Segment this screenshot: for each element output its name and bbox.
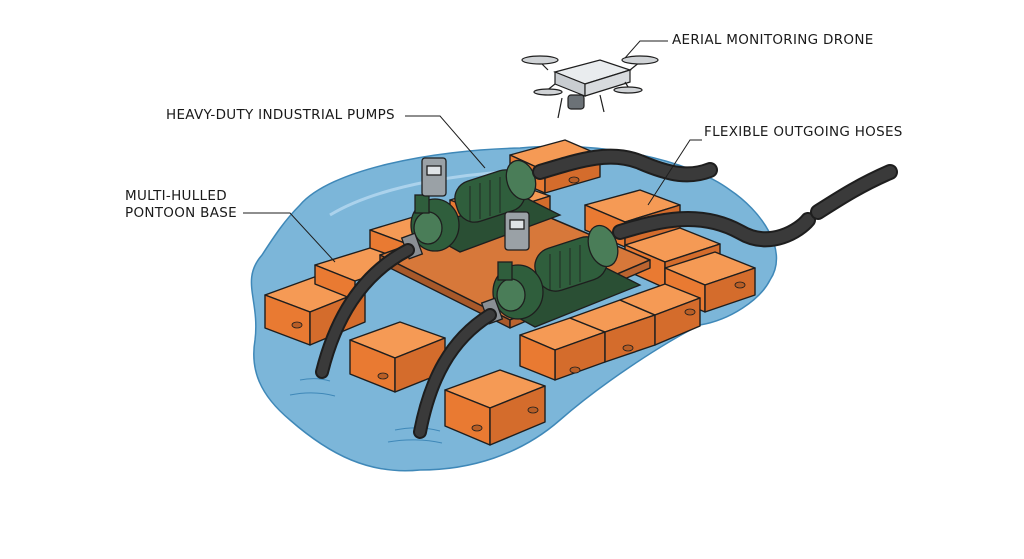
pontoon-float <box>519 317 606 381</box>
callout-pontoon: MULTI-HULLED PONTOON BASE <box>125 188 237 222</box>
label-drone: AERIAL MONITORING DRONE <box>672 32 874 48</box>
label-pumps: HEAVY-DUTY INDUSTRIAL PUMPS <box>166 107 395 123</box>
callout-pumps: HEAVY-DUTY INDUSTRIAL PUMPS <box>166 107 395 124</box>
label-pontoon-line2: PONTOON BASE <box>125 205 237 221</box>
water-ripple <box>289 378 336 397</box>
intake-hoses <box>315 243 497 439</box>
leader-line-pontoon <box>243 212 336 263</box>
callout-hoses: FLEXIBLE OUTGOING HOSES <box>704 124 903 141</box>
leader-line-drone <box>624 40 668 59</box>
industrial-pump <box>400 157 562 260</box>
label-hoses: FLEXIBLE OUTGOING HOSES <box>704 124 903 140</box>
label-pontoon-line1: MULTI-HULLED <box>125 188 227 204</box>
leader-line-pumps <box>405 115 486 169</box>
callout-drone: AERIAL MONITORING DRONE <box>672 32 874 49</box>
industrial-pump <box>480 211 642 328</box>
leader-line-hoses <box>647 139 702 206</box>
leader-lines <box>243 40 702 263</box>
drone <box>521 55 659 119</box>
outgoing-hoses <box>532 148 898 248</box>
pontoon-float <box>444 369 546 446</box>
